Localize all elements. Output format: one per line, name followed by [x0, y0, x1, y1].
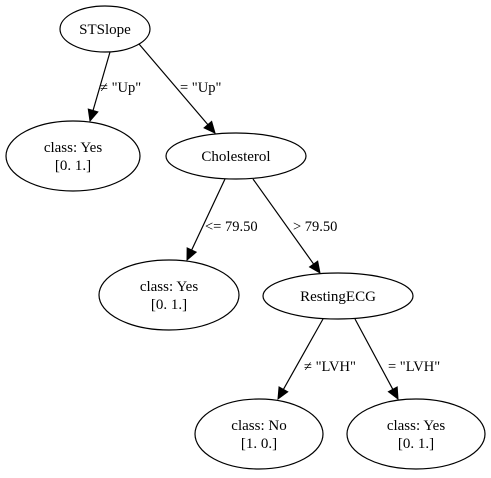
edge-restingecg-to-leaf-3: ≠ "LVH"	[277, 318, 356, 401]
arrowhead-icon	[277, 386, 289, 401]
edge-line	[191, 178, 226, 251]
edge-line	[138, 43, 209, 126]
leaf-class-label: class: Yes	[140, 279, 199, 295]
leaf-class-label: class: Yes	[387, 418, 446, 434]
leaf-node: class: Yes [0. 1.]	[346, 398, 486, 470]
node-ellipse	[5, 120, 141, 192]
edge-stslope-to-cholesterol: = "Up"	[138, 43, 221, 134]
nodes-layer: STSlope class: Yes [0. 1.] Cholesterol class…	[5, 5, 486, 470]
node-feature-label: STSlope	[79, 22, 131, 38]
edge-label: <= 79.50	[205, 219, 258, 235]
edge-line	[92, 51, 111, 111]
edge-label: = "LVH"	[388, 359, 440, 375]
leaf-node: class: No [1. 0.]	[194, 398, 324, 470]
arrowhead-icon	[203, 120, 216, 134]
edge-cholesterol-to-restingecg: > 79.50	[252, 178, 337, 274]
edge-restingecg-to-leaf-4: = "LVH"	[354, 318, 440, 401]
node-ellipse	[59, 5, 151, 53]
arrowhead-icon	[186, 247, 198, 262]
leaf-class-label: class: Yes	[44, 140, 103, 156]
edge-label: ≠ "LVH"	[304, 359, 356, 375]
node-ellipse	[98, 259, 240, 331]
split-node-stslope: STSlope	[59, 5, 151, 53]
edge-line	[252, 178, 315, 265]
leaf-node: class: Yes [0. 1.]	[98, 259, 240, 331]
edge-stslope-to-leaf-1: ≠ "Up"	[87, 51, 141, 123]
arrowhead-icon	[87, 108, 99, 123]
arrowhead-icon	[308, 260, 321, 274]
edge-label: ≠ "Up"	[100, 80, 141, 96]
leaf-value-label: [0. 1.]	[398, 436, 434, 452]
leaf-value-label: [0. 1.]	[151, 297, 187, 313]
leaf-value-label: [1. 0.]	[241, 436, 277, 452]
arrowhead-icon	[387, 386, 399, 401]
edge-line	[282, 318, 324, 390]
node-ellipse	[194, 398, 324, 470]
edge-label: > 79.50	[293, 219, 337, 235]
node-ellipse	[262, 272, 414, 320]
node-ellipse	[346, 398, 486, 470]
node-feature-label: RestingECG	[300, 289, 376, 305]
edges-layer: ≠ "Up" = "Up" <= 79.50 > 79.50 ≠ "LVH" = "LVH…	[87, 43, 440, 401]
leaf-value-label: [0. 1.]	[55, 158, 91, 174]
edge-line	[354, 318, 394, 390]
split-node-cholesterol: Cholesterol	[165, 132, 307, 180]
edge-cholesterol-to-leaf-2: <= 79.50	[186, 178, 258, 262]
leaf-class-label: class: No	[231, 418, 286, 434]
node-ellipse	[165, 132, 307, 180]
node-feature-label: Cholesterol	[201, 149, 270, 165]
edge-label: = "Up"	[180, 80, 221, 96]
leaf-node: class: Yes [0. 1.]	[5, 120, 141, 192]
split-node-restingecg: RestingECG	[262, 272, 414, 320]
